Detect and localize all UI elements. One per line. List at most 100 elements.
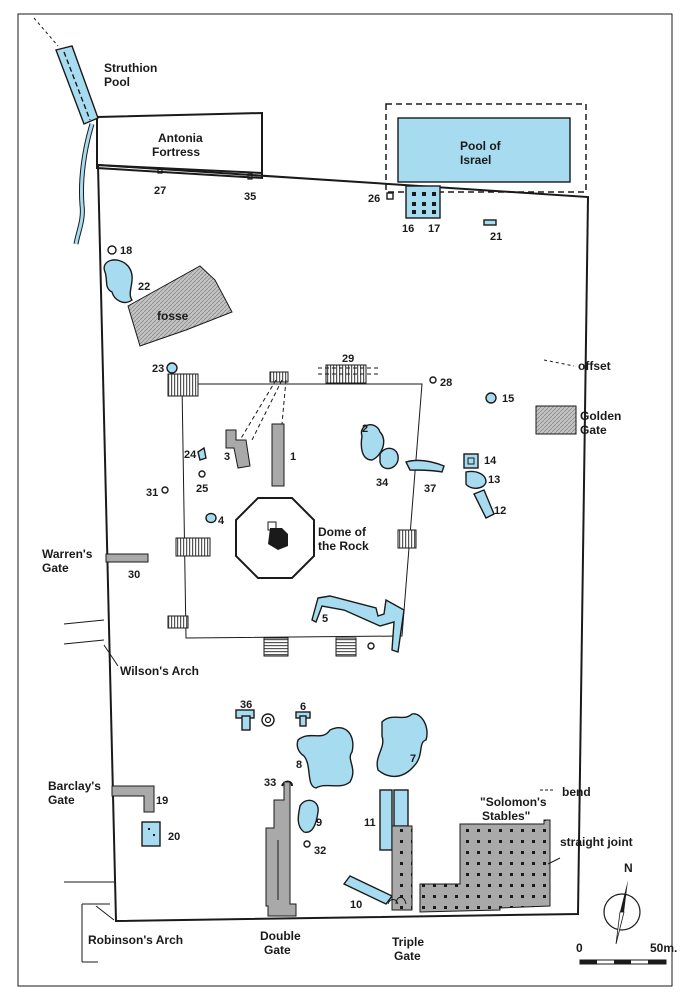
- antonia-fortress-outline: [96, 111, 263, 180]
- structure-3: [225, 429, 251, 469]
- warrens-gate-label-2: Gate: [42, 561, 69, 575]
- stair: [175, 537, 211, 557]
- site-number-32: 32: [314, 845, 326, 857]
- struthion-pool-label-1: Struthion: [104, 61, 157, 75]
- site-number-6: 6: [300, 701, 306, 713]
- dome-of-the-rock-octagon: [235, 497, 315, 579]
- site-number-37: 37: [424, 483, 436, 495]
- site-number-34: 34: [376, 477, 389, 489]
- site-number-14: 14: [484, 455, 497, 467]
- site-number-7: 7: [410, 753, 416, 765]
- golden-gate-label-2: Gate: [580, 423, 607, 437]
- stables-label-2: Stables": [482, 809, 530, 823]
- site-number-15: 15: [502, 393, 514, 405]
- barclays-gate-passage: [111, 785, 155, 813]
- barclays-gate-label-1: Barclay's: [48, 779, 101, 793]
- scale-bar-icon: 0 50m.: [576, 941, 677, 965]
- site-number-21: 21: [490, 231, 502, 243]
- dome-label-1: Dome of: [318, 525, 367, 539]
- site-number-9: 9: [316, 817, 322, 829]
- solomons-stables: [419, 819, 551, 913]
- antonia-label-2: Fortress: [152, 145, 200, 159]
- scale-end-label: 50m.: [650, 941, 677, 955]
- bend-label: bend: [562, 785, 591, 799]
- warrens-gate-passage: [105, 553, 149, 563]
- site-number-23: 23: [152, 363, 164, 375]
- structure-1: [271, 423, 285, 487]
- page-frame: [17, 13, 673, 987]
- fosse-label: fosse: [157, 309, 189, 323]
- site-number-27: 27: [154, 185, 166, 197]
- site-number-36: 36: [240, 699, 252, 711]
- site-number-20: 20: [168, 831, 180, 843]
- pool-of-israel: [397, 117, 571, 183]
- double-gate-label-1: Double: [260, 929, 301, 943]
- site-number-30: 30: [128, 569, 140, 581]
- site-number-2: 2: [362, 423, 368, 435]
- barclays-gate-label-2: Gate: [48, 793, 75, 807]
- wilsons-arch-label: Wilson's Arch: [120, 664, 199, 678]
- site-number-29: 29: [342, 353, 354, 365]
- double-gate-passage: [265, 781, 297, 917]
- triple-gate-passage: [391, 825, 413, 911]
- site-number-22: 22: [138, 281, 150, 293]
- site-number-5: 5: [322, 613, 328, 625]
- warrens-gate-label-1: Warren's: [42, 547, 93, 561]
- site-number-31: 31: [146, 487, 158, 499]
- site-number-35: 35: [244, 191, 256, 203]
- stair: [269, 371, 289, 383]
- pool-of-israel-label-2: Israel: [460, 153, 491, 167]
- dome-label-2: the Rock: [318, 539, 369, 553]
- site-number-17: 17: [428, 223, 440, 235]
- aqueduct-channel: [73, 123, 95, 245]
- stair: [263, 637, 289, 657]
- north-arrow-icon: N: [603, 861, 641, 945]
- cistern-group: [103, 219, 497, 905]
- site-number-10: 10: [350, 899, 362, 911]
- stair: [167, 615, 189, 629]
- stair: [167, 373, 199, 397]
- golden-gate: [535, 405, 577, 435]
- stair: [335, 637, 357, 657]
- site-number-18: 18: [120, 245, 132, 257]
- golden-gate-label-1: Golden: [580, 409, 621, 423]
- offset-label: offset: [578, 359, 611, 373]
- site-number-28: 28: [440, 377, 452, 389]
- site-number-8: 8: [296, 759, 302, 771]
- triple-gate-label-1: Triple: [392, 935, 424, 949]
- robinsons-arch-label: Robinson's Arch: [88, 933, 183, 947]
- pool-of-israel-label-1: Pool of: [460, 139, 502, 153]
- antonia-label-1: Antonia: [158, 131, 203, 145]
- site-number-11: 11: [364, 817, 376, 829]
- site-number-3: 3: [224, 451, 230, 463]
- site-number-16: 16: [402, 223, 414, 235]
- stair: [397, 529, 417, 549]
- pool-of-israel-enclosure: [385, 103, 587, 193]
- site-number-19: 19: [156, 795, 168, 807]
- stables-label-1: "Solomon's: [480, 795, 547, 809]
- site-number-12: 12: [494, 505, 506, 517]
- scale-start-label: 0: [576, 941, 583, 955]
- site-number-33: 33: [264, 777, 276, 789]
- compass-north-label: N: [624, 861, 633, 875]
- site-number-24: 24: [184, 449, 197, 461]
- double-gate-label-2: Gate: [264, 943, 291, 957]
- site-number-1: 1: [290, 451, 296, 463]
- site-number-25: 25: [196, 483, 208, 495]
- site-number-26: 26: [368, 193, 380, 205]
- straight-joint-label: straight joint: [560, 835, 633, 849]
- fosse: [127, 265, 233, 347]
- triple-gate-label-2: Gate: [394, 949, 421, 963]
- site-number-13: 13: [488, 474, 500, 486]
- site-number-4: 4: [218, 515, 225, 527]
